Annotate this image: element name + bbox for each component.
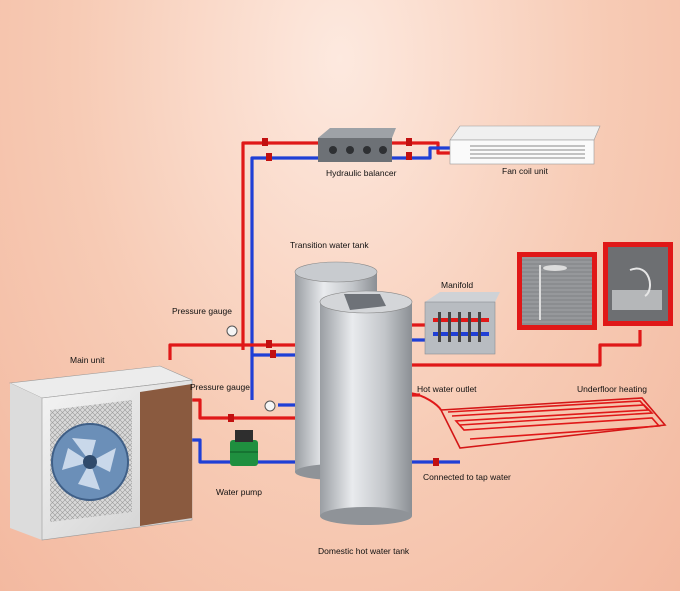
shower-panel-left <box>517 252 597 330</box>
label-manifold: Manifold <box>441 280 474 290</box>
label-underfloor-heating: Underfloor heating <box>577 384 647 394</box>
unit-hot-pipe <box>185 398 298 420</box>
hot-riser-pipe <box>241 141 318 350</box>
hot-header-pipe <box>168 343 302 360</box>
manifold <box>424 292 500 355</box>
label-connected-to-tap-water: Connected to tap water <box>423 472 511 482</box>
underfloor-heating-coil <box>409 392 667 449</box>
fan-coil-unit <box>449 125 601 165</box>
valves <box>228 138 439 466</box>
label-domestic-hot-water-tank: Domestic hot water tank <box>318 546 410 556</box>
water-pump <box>230 430 258 466</box>
shower-pipe <box>410 330 642 367</box>
label-hydraulic-balancer: Hydraulic balancer <box>326 168 397 178</box>
main-unit <box>8 365 194 541</box>
label-water-pump: Water pump <box>216 487 262 497</box>
label-pressure-gauge-lower: Pressure gauge <box>190 382 251 392</box>
label-hot-water-outlet: Hot water outlet <box>417 384 477 394</box>
label-fan-coil-unit: Fan coil unit <box>502 166 548 176</box>
label-pressure-gauge-upper: Pressure gauge <box>172 306 233 316</box>
hydraulic-balancer <box>318 128 396 162</box>
pressure-gauge-lower-dial <box>264 400 276 412</box>
domestic-hot-water-tank <box>319 290 413 525</box>
shower-panel-right <box>603 242 673 326</box>
label-main-unit: Main unit <box>70 355 105 365</box>
pressure-gauge-upper-dial <box>226 325 238 337</box>
cold-riser-pipe <box>250 156 318 400</box>
label-transition-water-tank: Transition water tank <box>290 240 369 250</box>
